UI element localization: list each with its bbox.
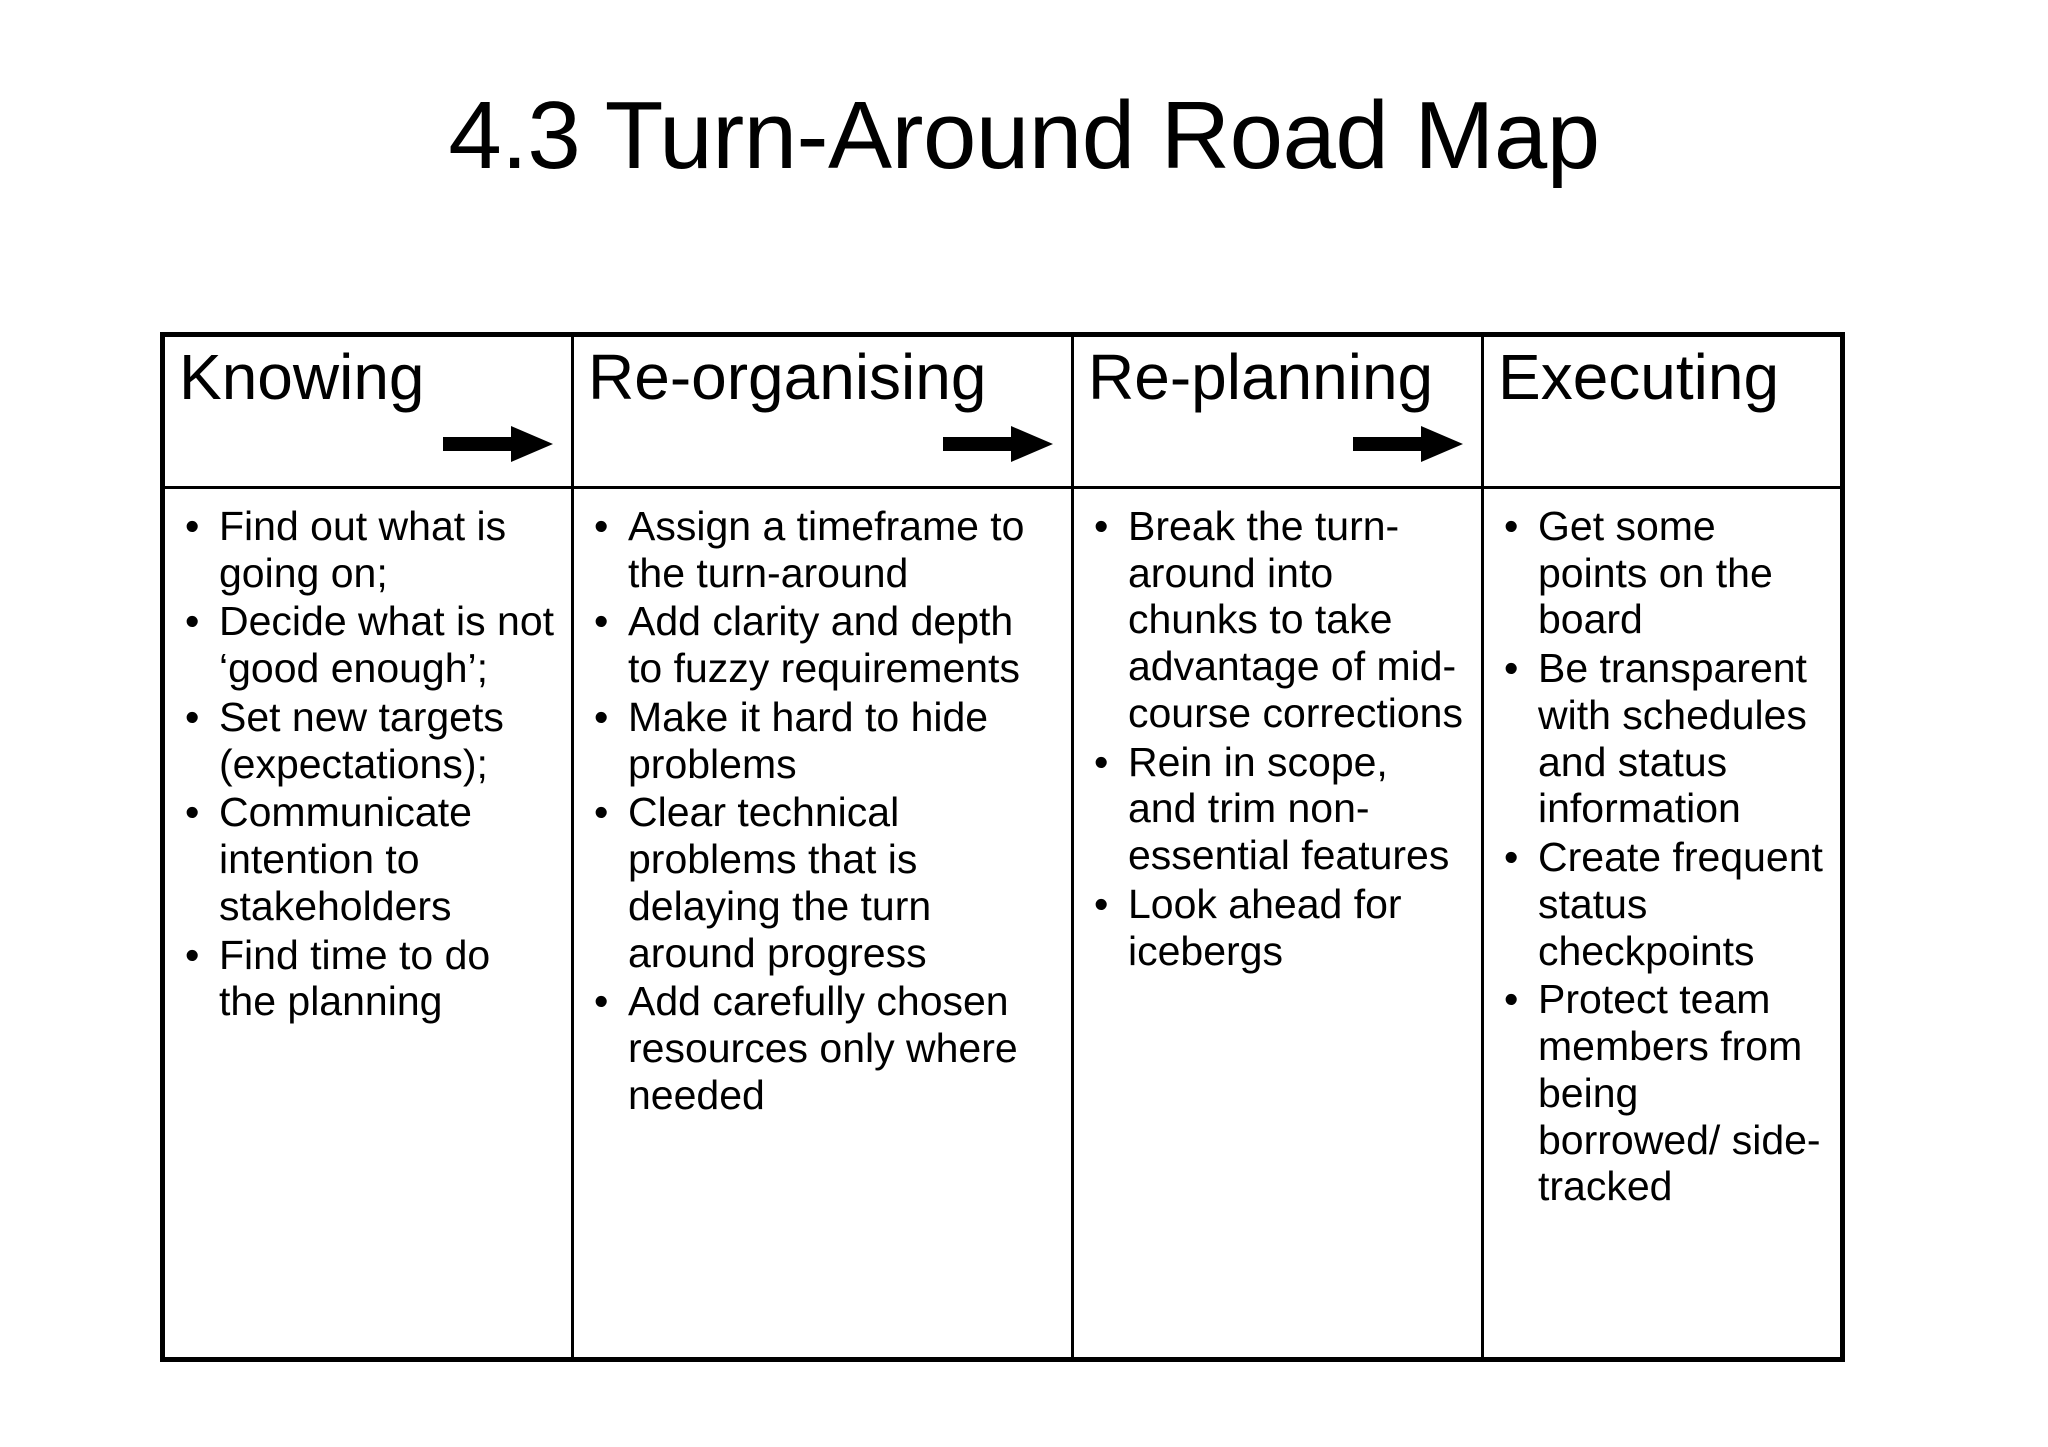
bullet-icon: • xyxy=(594,693,609,740)
bullet-icon: • xyxy=(185,931,200,978)
bullet-icon: • xyxy=(1094,503,1109,549)
stage-header-label: Re-organising xyxy=(588,341,987,413)
stage-body-reorganising: • Assign a timeframe to the turn-around … xyxy=(571,489,1071,1357)
stage-column-executing: Executing xyxy=(1481,337,1840,486)
list-item: • Protect team members from being borrow… xyxy=(1496,976,1824,1210)
stage-header-reorganising: Re-organising xyxy=(574,337,1071,486)
arrow-right-icon xyxy=(943,426,1053,462)
list-item: • Set new targets (expectations); xyxy=(177,694,555,787)
bullet-icon: • xyxy=(1504,834,1519,881)
table-header-row: Knowing Re-organising Re-planning xyxy=(165,337,1840,489)
list-item-text: Find time to do the planning xyxy=(219,931,491,1025)
list-item: • Break the turn-around into chunks to t… xyxy=(1086,503,1465,737)
list-item: • Decide what is not ‘good enough’; xyxy=(177,598,555,691)
list-item-text: Communicate intention to stakeholders xyxy=(219,789,472,929)
arrow-right-icon xyxy=(443,426,553,462)
stage-body-knowing: • Find out what is going on; • Decide wh… xyxy=(165,489,571,1357)
list-item-text: Clear technical problems that is delayin… xyxy=(628,789,932,976)
table-body-row: • Find out what is going on; • Decide wh… xyxy=(165,489,1840,1357)
stage-header-executing: Executing xyxy=(1484,337,1840,486)
stage-header-label: Re-planning xyxy=(1088,341,1434,413)
list-item: • Add clarity and depth to fuzzy require… xyxy=(586,598,1055,691)
bullet-icon: • xyxy=(1094,880,1109,927)
bullet-icon: • xyxy=(1504,503,1519,549)
bullet-list-replanning: • Break the turn-around into chunks to t… xyxy=(1074,489,1481,982)
list-item-text: Look ahead for icebergs xyxy=(1128,880,1402,974)
bullet-icon: • xyxy=(1094,738,1109,785)
list-item: • Clear technical problems that is delay… xyxy=(586,789,1055,976)
stage-body-replanning: • Break the turn-around into chunks to t… xyxy=(1071,489,1481,1357)
list-item-text: Add carefully chosen resources only wher… xyxy=(628,978,1018,1118)
bullet-icon: • xyxy=(594,978,609,1025)
stage-header-label: Knowing xyxy=(179,341,425,413)
stage-header-knowing: Knowing xyxy=(165,337,571,486)
list-item: • Communicate intention to stakeholders xyxy=(177,789,555,929)
list-item: • Create frequent status checkpoints xyxy=(1496,834,1824,974)
bullet-icon: • xyxy=(185,598,200,645)
page-title: 4.3 Turn-Around Road Map xyxy=(448,82,1600,189)
arrow-right-icon xyxy=(1353,426,1463,462)
list-item: • Make it hard to hide problems xyxy=(586,694,1055,787)
bullet-icon: • xyxy=(185,789,200,836)
roadmap-table: Knowing Re-organising Re-planning xyxy=(160,332,1845,1362)
bullet-icon: • xyxy=(594,503,609,549)
list-item-text: Assign a timeframe to the turn-around xyxy=(628,503,1025,596)
stage-header-replanning: Re-planning xyxy=(1074,337,1481,486)
bullet-icon: • xyxy=(594,789,609,836)
list-item-text: Rein in scope, and trim non-essential fe… xyxy=(1128,738,1450,879)
list-item-text: Protect team members from being borrowed… xyxy=(1538,976,1821,1210)
list-item-text: Decide what is not ‘good enough’; xyxy=(219,598,555,692)
bullet-icon: • xyxy=(185,503,200,549)
list-item: • Assign a timeframe to the turn-around xyxy=(586,503,1055,596)
stage-column-knowing: Knowing xyxy=(165,337,571,486)
list-item: • Find out what is going on; xyxy=(177,503,555,596)
bullet-list-reorganising: • Assign a timeframe to the turn-around … xyxy=(574,489,1071,1127)
list-item: • Get some points on the board xyxy=(1496,503,1824,643)
list-item-text: Set new targets (expectations); xyxy=(219,693,504,787)
stage-column-reorganising: Re-organising xyxy=(571,337,1071,486)
list-item-text: Create frequent status checkpoints xyxy=(1538,834,1823,974)
stage-header-label: Executing xyxy=(1498,341,1780,413)
list-item-text: Add clarity and depth to fuzzy requireme… xyxy=(628,598,1020,692)
list-item-text: Break the turn-around into chunks to tak… xyxy=(1128,503,1463,736)
list-item: • Find time to do the planning xyxy=(177,932,555,1025)
list-item-text: Be transparent with schedules and status… xyxy=(1538,645,1807,832)
list-item-text: Make it hard to hide problems xyxy=(628,693,989,787)
stage-column-replanning: Re-planning xyxy=(1071,337,1481,486)
list-item-text: Find out what is going on; xyxy=(219,503,507,596)
list-item-text: Get some points on the board xyxy=(1538,503,1773,643)
bullet-list-executing: • Get some points on the board • Be tran… xyxy=(1484,489,1840,1218)
list-item: • Rein in scope, and trim non-essential … xyxy=(1086,739,1465,879)
list-item: • Look ahead for icebergs xyxy=(1086,881,1465,974)
bullet-icon: • xyxy=(594,598,609,645)
bullet-icon: • xyxy=(1504,645,1519,692)
bullet-icon: • xyxy=(185,693,200,740)
list-item: • Be transparent with schedules and stat… xyxy=(1496,645,1824,832)
stage-body-executing: • Get some points on the board • Be tran… xyxy=(1481,489,1840,1357)
bullet-list-knowing: • Find out what is going on; • Decide wh… xyxy=(165,489,571,1033)
list-item: • Add carefully chosen resources only wh… xyxy=(586,978,1055,1118)
bullet-icon: • xyxy=(1504,976,1519,1023)
